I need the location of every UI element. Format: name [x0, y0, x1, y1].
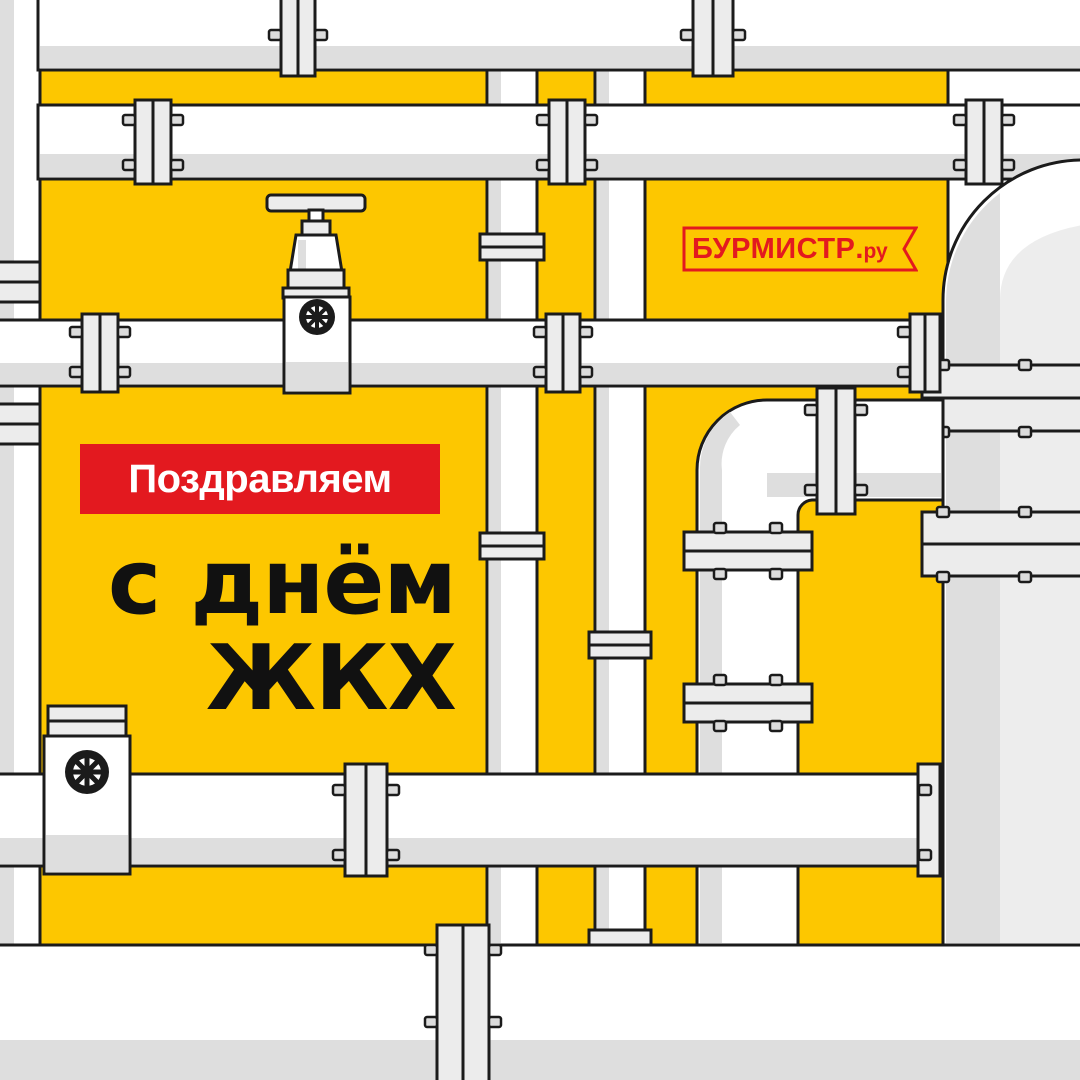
logo-suffix: ру — [863, 240, 888, 263]
pipe-flange — [121, 98, 185, 186]
pipe-flange — [478, 232, 546, 262]
valve-handwheel-icon — [65, 750, 109, 794]
pipe-flange — [587, 630, 653, 660]
pipe-flange — [535, 98, 599, 186]
pipe-flange — [478, 531, 546, 561]
pipe-flange — [920, 505, 1080, 584]
pipe-flange — [679, 0, 747, 78]
greeting-headline: с днём ЖКХ — [76, 530, 457, 731]
horizontal-pipe — [0, 318, 938, 388]
pipe-flange — [920, 358, 1080, 439]
headline-line-2: ЖКХ — [205, 626, 457, 731]
logo-main: БУРМИСТР — [692, 233, 856, 265]
pipe-flange — [68, 312, 132, 394]
pipe-flange — [532, 312, 594, 394]
horizontal-pipe — [36, 0, 1080, 72]
pipe-flange — [331, 762, 401, 878]
pipe-flange — [423, 923, 503, 1080]
pipe-flange — [267, 0, 329, 78]
horizontal-pipe — [0, 943, 1080, 1080]
logo-dot: . — [855, 233, 864, 265]
pipe-flange — [682, 521, 814, 581]
headline-line-1: с днём — [107, 530, 457, 635]
greeting-badge: Поздравляем — [80, 444, 440, 514]
pipe-flange — [682, 673, 814, 733]
logo-frame — [682, 226, 918, 272]
logo-text: БУРМИСТР.ру — [692, 226, 888, 272]
brand-logo: БУРМИСТР.ру — [682, 226, 918, 272]
pipe-flange — [952, 98, 1016, 186]
pipe-flange — [916, 762, 942, 878]
pipe-flange — [803, 386, 869, 516]
pipe-flange — [896, 312, 942, 394]
valve-handwheel-icon — [299, 299, 335, 335]
horizontal-pipe — [0, 772, 933, 868]
gate-valve-icon — [265, 193, 367, 395]
gate-valve-icon — [42, 704, 132, 876]
